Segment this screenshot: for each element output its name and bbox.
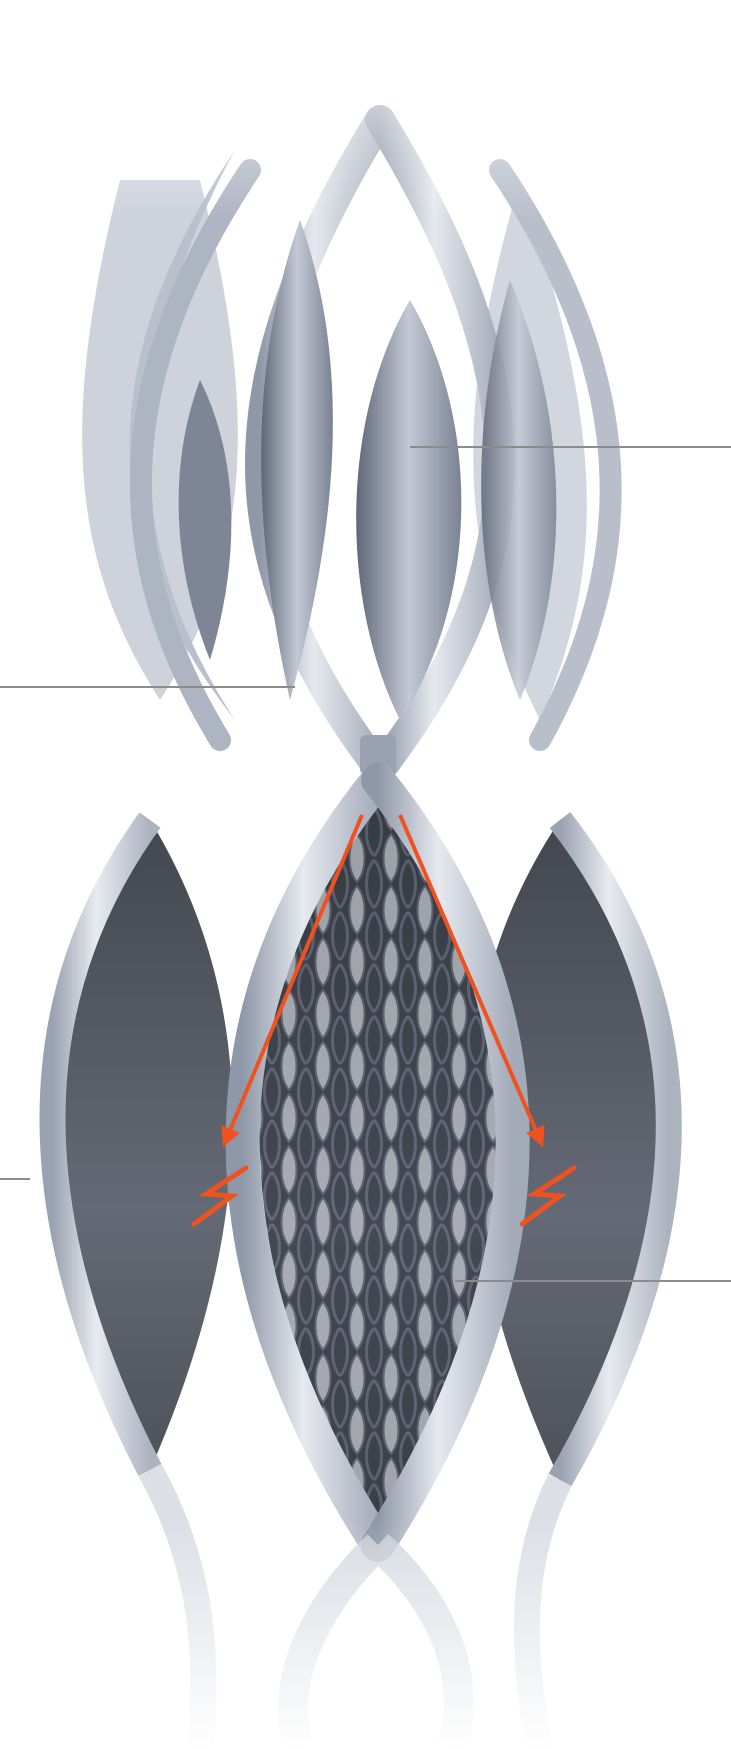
render-stage <box>0 0 731 1749</box>
lattice-column-illustration <box>0 0 731 1749</box>
